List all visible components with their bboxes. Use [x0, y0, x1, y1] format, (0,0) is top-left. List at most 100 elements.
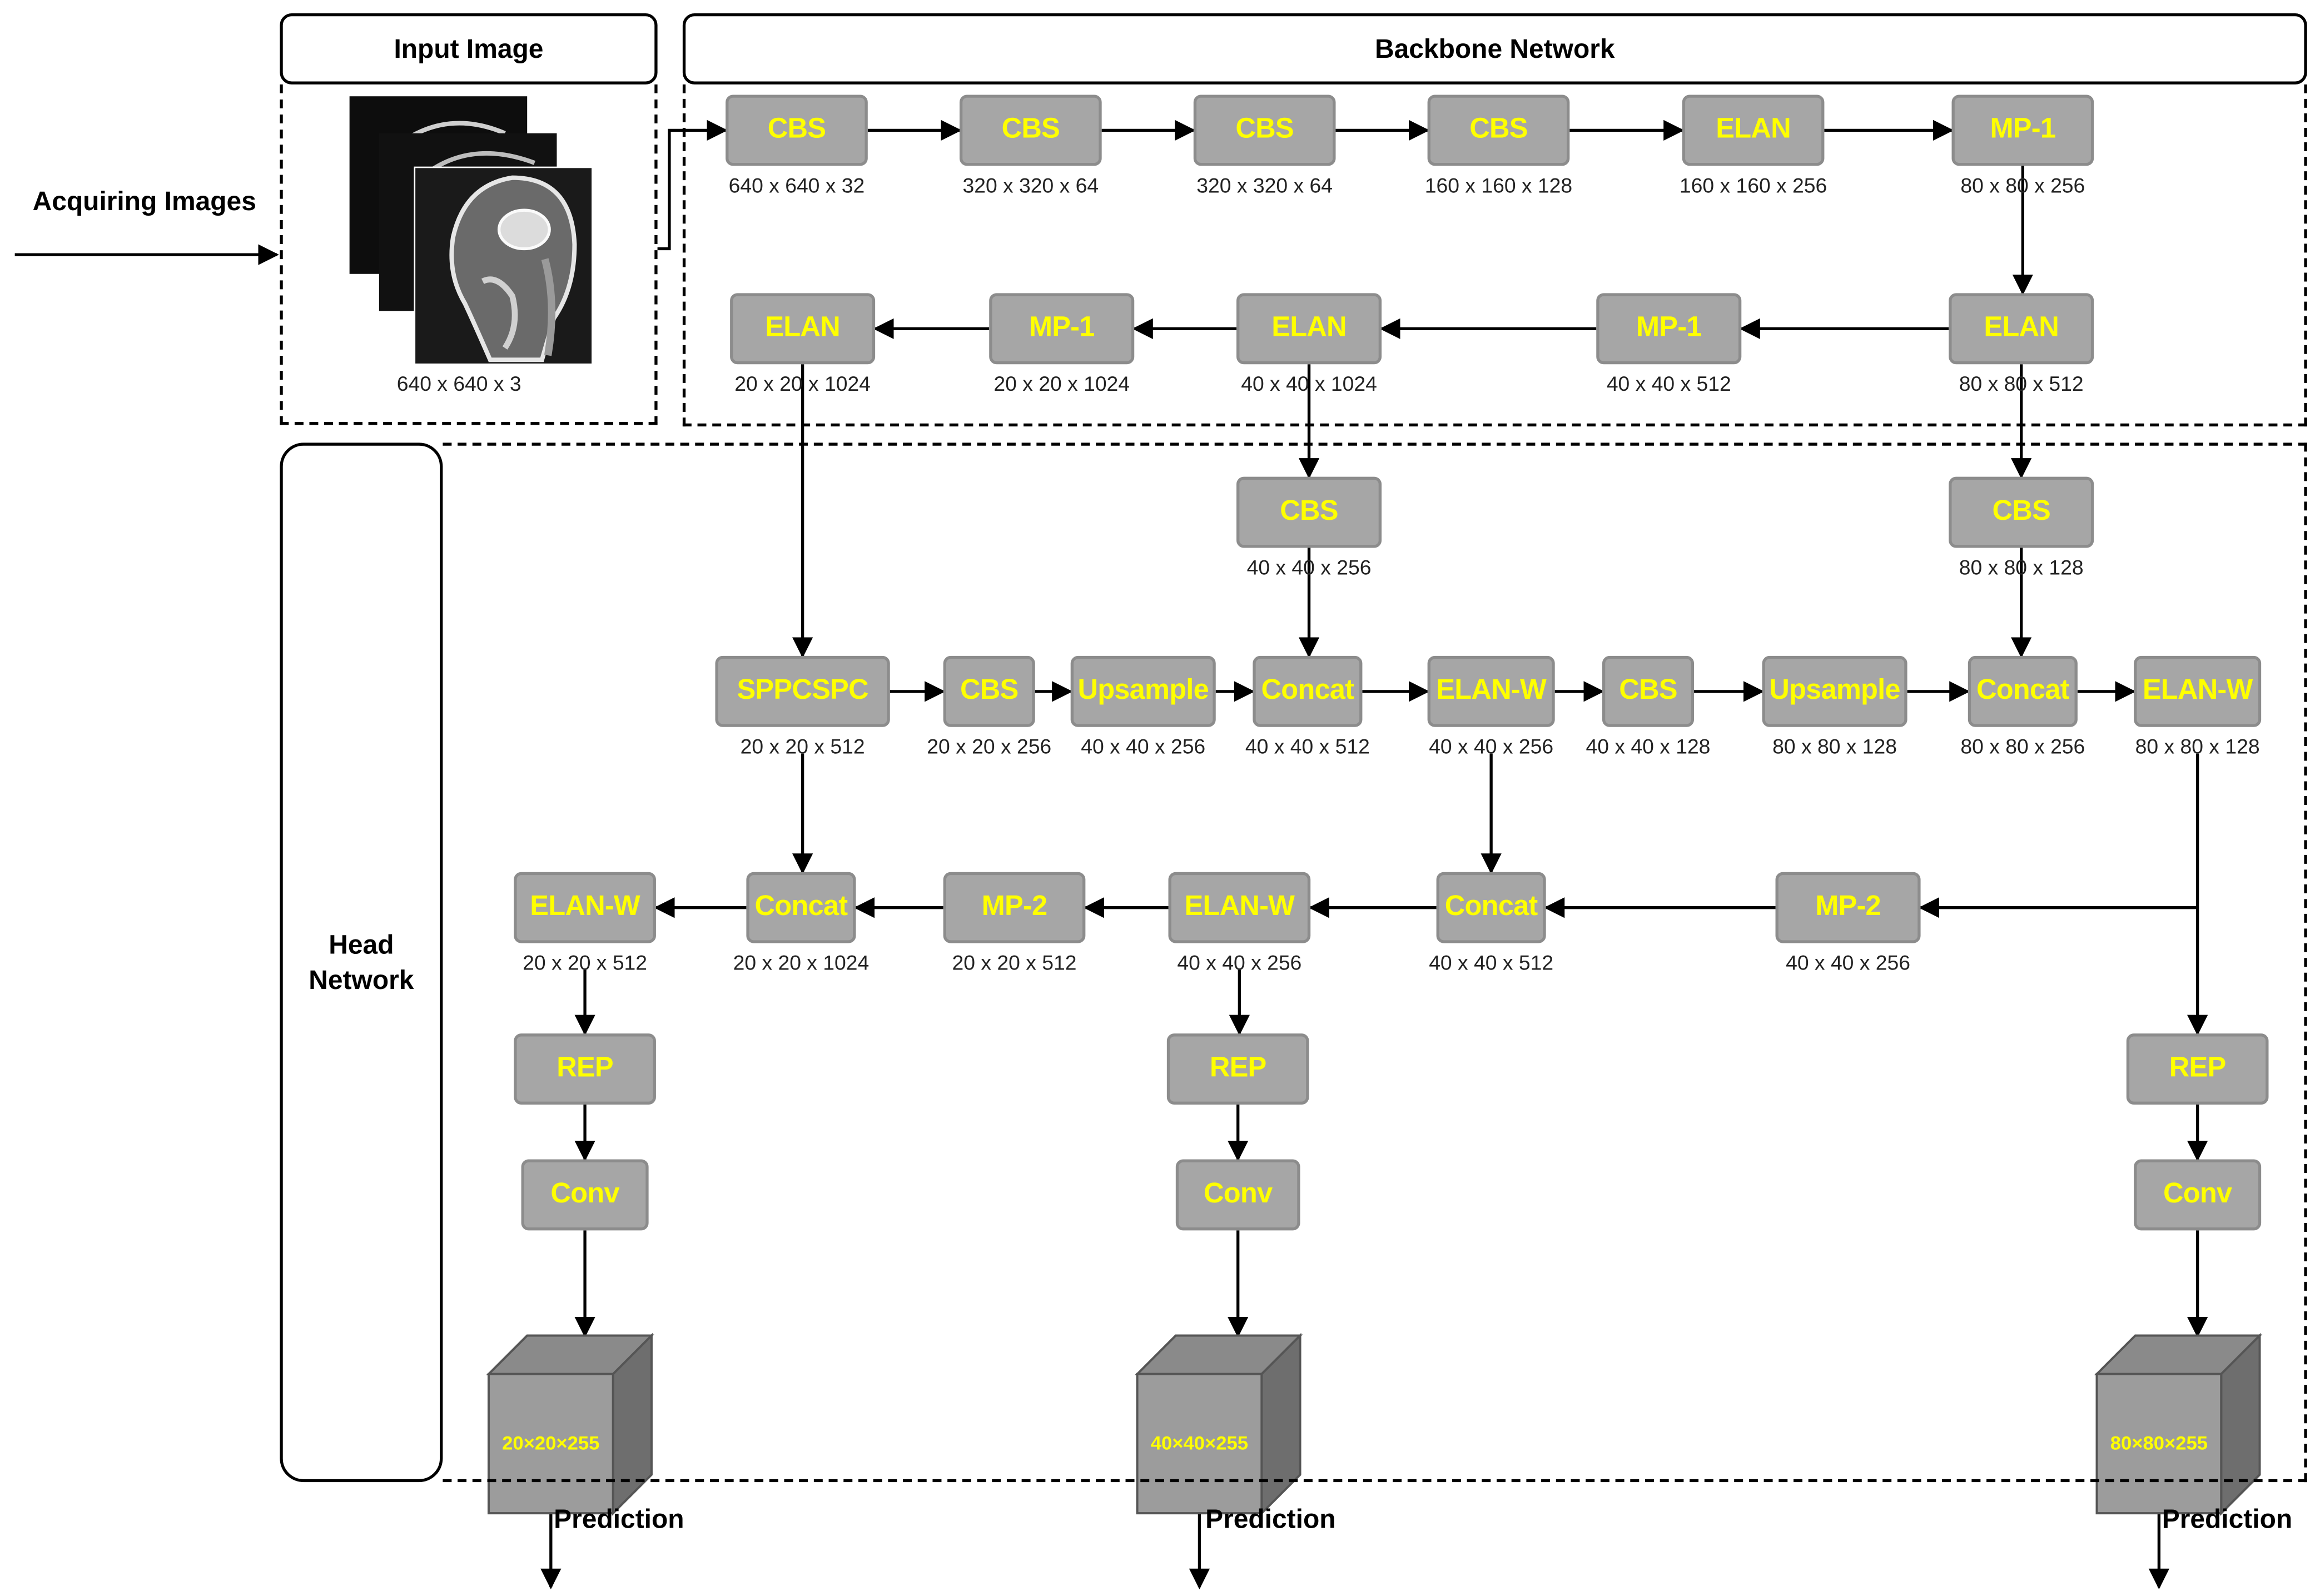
node-label: ELAN: [1716, 114, 1791, 146]
node-cbs-b4: CBS: [1427, 95, 1570, 166]
node-cbs-h2: CBS: [1949, 476, 2094, 548]
node-dimension-label: 320 x 320 x 64: [962, 173, 1099, 197]
input-image-title-text: Input Image: [394, 33, 544, 63]
node-label: CBS: [1280, 496, 1338, 528]
node-dimension-label: 40 x 40 x 256: [1177, 950, 1302, 974]
node-elan-b9: ELAN: [1236, 293, 1382, 365]
node-label: ELAN-W: [2142, 675, 2253, 707]
node-dimension-label: 80 x 80 x 256: [1960, 173, 2085, 197]
node-cbs-h1: CBS: [1236, 476, 1382, 548]
node-dimension-label: 20 x 20 x 1024: [734, 371, 871, 396]
backbone-network-title-text: Backbone Network: [1374, 33, 1615, 63]
node-label: CBS: [1001, 114, 1060, 146]
node-label: Concat: [1976, 675, 2070, 707]
node-label: CBS: [767, 114, 826, 146]
node-label: Concat: [1261, 675, 1354, 707]
node-label: Conv: [2163, 1179, 2232, 1210]
output-cube-label: 40×40×255: [1150, 1431, 1249, 1454]
node-dimension-label: 40 x 40 x 512: [1245, 734, 1370, 758]
node-dimension-label: 80 x 80 x 256: [1960, 734, 2085, 758]
node-label: ELAN: [1271, 312, 1347, 344]
node-elan-w-h15: ELAN-W: [1168, 872, 1311, 943]
node-sppcspc-h3: SPPCSPC: [715, 655, 890, 727]
node-mp-1-b6: MP-1: [1951, 95, 2094, 166]
node-concat-h13: Concat: [746, 872, 856, 943]
node-rep-r3: REP: [2126, 1033, 2269, 1105]
node-label: SPPCSPC: [737, 675, 868, 707]
node-concat-h10: Concat: [1968, 655, 2078, 727]
node-mp-1-b10: MP-1: [989, 293, 1135, 365]
node-elan-b11: ELAN: [730, 293, 876, 365]
output-cube-label: 20×20×255: [502, 1431, 600, 1454]
node-elan-w-h7: ELAN-W: [1427, 655, 1555, 727]
node-cbs-h4: CBS: [943, 655, 1035, 727]
node-upsample-h9: Upsample: [1762, 655, 1907, 727]
head-network-title-text: Head Network: [309, 929, 414, 995]
node-upsample-h5: Upsample: [1070, 655, 1216, 727]
node-label: ELAN-W: [530, 891, 640, 923]
node-dimension-label: 160 x 160 x 128: [1424, 173, 1573, 197]
node-label: MP-2: [1815, 891, 1881, 923]
node-dimension-label: 40 x 40 x 256: [1786, 950, 1910, 974]
node-rep-r2: REP: [1166, 1033, 1309, 1105]
node-label: CBS: [1619, 675, 1677, 707]
node-concat-h6: Concat: [1253, 655, 1363, 727]
node-conv-c1: Conv: [521, 1159, 649, 1231]
node-label: CBS: [1235, 114, 1294, 146]
node-dimension-label: 80 x 80 x 512: [1959, 371, 2084, 396]
input-to-backbone-arrow: [657, 120, 728, 251]
node-label: REP: [1209, 1052, 1266, 1084]
node-label: CBS: [1469, 114, 1528, 146]
node-label: Upsample: [1769, 675, 1900, 707]
node-label: Conv: [1204, 1179, 1273, 1210]
node-mp-2-h14: MP-2: [943, 872, 1086, 943]
input-dimension-label: 640 x 640 x 3: [396, 371, 521, 396]
node-dimension-label: 20 x 20 x 512: [523, 950, 648, 974]
prediction-label-1: Prediction: [554, 1504, 684, 1534]
node-dimension-label: 40 x 40 x 512: [1429, 950, 1554, 974]
node-mp-1-b8: MP-1: [1596, 293, 1742, 365]
node-label: Upsample: [1077, 675, 1209, 707]
node-elan-w-h12: ELAN-W: [514, 872, 656, 943]
output-cube-o2: [1134, 1333, 1303, 1516]
node-label: ELAN: [765, 312, 840, 344]
head-network-region: [443, 442, 2307, 1483]
node-cbs-b2: CBS: [959, 95, 1102, 166]
node-dimension-label: 320 x 320 x 64: [1196, 173, 1333, 197]
node-label: CBS: [1992, 496, 2050, 528]
input-image-region: [280, 84, 658, 425]
input-image-title: Input Image: [280, 13, 658, 84]
node-label: ELAN: [1984, 312, 2059, 344]
node-elan-w-h11: ELAN-W: [2134, 655, 2262, 727]
node-mp-2-h17: MP-2: [1775, 872, 1921, 943]
prediction-label-3: Prediction: [2162, 1504, 2293, 1534]
node-label: MP-1: [1990, 114, 2056, 146]
node-label: Concat: [1444, 891, 1538, 923]
node-label: CBS: [960, 675, 1019, 707]
node-label: MP-2: [981, 891, 1048, 923]
node-label: REP: [2169, 1052, 2226, 1084]
node-conv-c3: Conv: [2134, 1159, 2262, 1231]
node-label: ELAN-W: [1436, 675, 1546, 707]
node-dimension-label: 160 x 160 x 256: [1679, 173, 1827, 197]
node-rep-r1: REP: [514, 1033, 656, 1105]
node-cbs-b1: CBS: [726, 95, 868, 166]
node-conv-c2: Conv: [1175, 1159, 1300, 1231]
node-cbs-b3: CBS: [1193, 95, 1336, 166]
node-dimension-label: 20 x 20 x 1024: [733, 950, 870, 974]
prediction-label-2: Prediction: [1205, 1504, 1336, 1534]
node-dimension-label: 640 x 640 x 32: [728, 173, 865, 197]
mri-scan-image: [349, 96, 593, 365]
node-dimension-label: 20 x 20 x 512: [740, 734, 865, 758]
head-network-title: Head Network: [280, 442, 443, 1483]
mri-scan-stack: [349, 96, 594, 377]
backbone-network-region: [682, 84, 2307, 427]
node-label: MP-1: [1636, 312, 1702, 344]
node-label: REP: [557, 1052, 613, 1084]
output-cube-label: 80×80×255: [2110, 1431, 2208, 1454]
node-elan-b5: ELAN: [1682, 95, 1825, 166]
node-cbs-h8: CBS: [1602, 655, 1695, 727]
output-cube-o1: [486, 1333, 654, 1516]
node-dimension-label: 80 x 80 x 128: [1959, 555, 2084, 579]
